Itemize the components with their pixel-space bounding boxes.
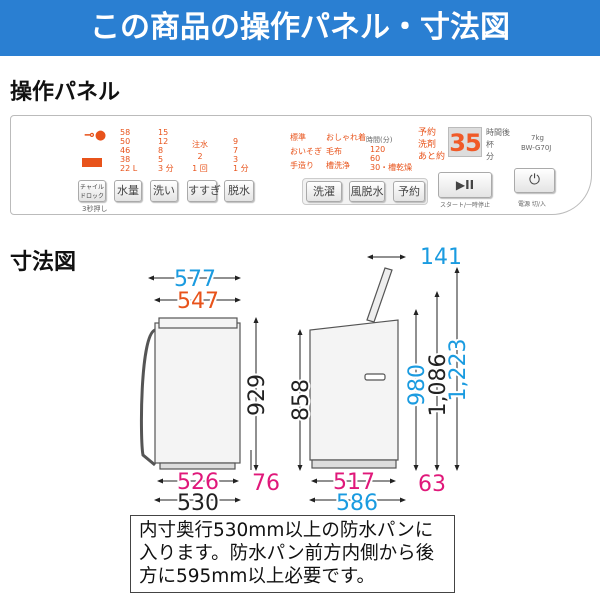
dim-980: 980 bbox=[405, 364, 430, 406]
course-button[interactable]: 洗濯 bbox=[306, 181, 342, 202]
dim-141: 141 bbox=[420, 245, 462, 270]
level: 38 bbox=[120, 155, 131, 164]
time: 7 bbox=[233, 146, 239, 155]
time: 30・槽乾燥 bbox=[370, 163, 413, 172]
child-lock-hint: 3秒押し bbox=[82, 205, 108, 213]
panel-section-title: 操作パネル bbox=[10, 80, 121, 105]
child-lock-indicator bbox=[82, 158, 102, 167]
course: 標準 bbox=[290, 133, 306, 142]
dim-1086: 1,086 bbox=[426, 354, 451, 417]
dim-76: 76 bbox=[252, 471, 280, 496]
courses-col2: おしゃれ着毛布槽洗浄 bbox=[326, 131, 366, 173]
level: 46 bbox=[120, 146, 131, 155]
dim-577: 577 bbox=[174, 267, 216, 292]
dim-586: 586 bbox=[336, 491, 378, 516]
dim-929: 929 bbox=[245, 374, 270, 416]
model-label: BW-G70J bbox=[521, 144, 552, 152]
power-button[interactable]: ⏻ bbox=[514, 168, 555, 193]
dim-858: 858 bbox=[289, 379, 314, 421]
dim-526: 526 bbox=[177, 470, 219, 495]
time: 60 bbox=[370, 154, 381, 163]
level: 58 bbox=[120, 128, 131, 137]
rinse-option: 1 回 bbox=[192, 164, 208, 173]
course: 毛布 bbox=[326, 147, 342, 156]
time: 120 bbox=[370, 145, 386, 154]
time: 9 bbox=[233, 137, 239, 146]
indicator: 洗剤 bbox=[418, 140, 437, 150]
time: 8 bbox=[158, 146, 164, 155]
time: 1 分 bbox=[233, 164, 249, 173]
spin-button[interactable]: 脱水 bbox=[224, 180, 254, 202]
water-level-button[interactable]: 水量 bbox=[114, 180, 142, 202]
level: 22 L bbox=[120, 164, 138, 173]
indicator: 時間後 bbox=[486, 128, 510, 137]
rinse-option: 2 bbox=[197, 152, 203, 161]
segment-display: 35 bbox=[448, 127, 482, 157]
capacity-label: 7kg bbox=[531, 134, 544, 142]
courses-col1: 標準おいそぎ手造り bbox=[290, 131, 322, 173]
dim-547: 547 bbox=[177, 289, 219, 314]
dim-63: 63 bbox=[418, 472, 446, 497]
front-view-machine bbox=[139, 317, 241, 470]
key-icon: ⊸● bbox=[84, 128, 107, 143]
dimension-lines bbox=[148, 254, 460, 503]
course: おしゃれ着 bbox=[326, 133, 366, 142]
right-indicators: 時間後杯分 bbox=[486, 127, 510, 163]
course: 手造り bbox=[290, 161, 314, 170]
timer-button[interactable]: 予約 bbox=[393, 181, 425, 202]
page-title: この商品の操作パネル・寸法図 bbox=[0, 0, 600, 56]
start-label: スタート/一時停止 bbox=[440, 202, 491, 209]
rinse-button[interactable]: すすぎ bbox=[187, 180, 221, 202]
time-label: 時間(分) bbox=[366, 136, 393, 144]
time: 3 分 bbox=[158, 164, 174, 173]
dim-517: 517 bbox=[333, 470, 375, 495]
control-panel bbox=[10, 115, 592, 215]
side-view-machine bbox=[309, 267, 399, 469]
dim-530: 530 bbox=[177, 491, 219, 516]
power-label: 電源 切/入 bbox=[518, 201, 546, 208]
installation-note: 内寸奥行530mm以上の防水パンに入ります。防水パン前方内側から後方に595mm… bbox=[130, 515, 455, 593]
wash-button[interactable]: 洗い bbox=[150, 180, 178, 202]
dimension-section-title: 寸法図 bbox=[10, 250, 77, 275]
course: おいそぎ bbox=[290, 147, 322, 156]
indicator: あと約 bbox=[418, 152, 446, 162]
air-dry-button[interactable]: 風脱水 bbox=[349, 181, 385, 202]
indicator: 予約 bbox=[418, 128, 437, 138]
rinse-options: 注水 2 1 回 bbox=[192, 139, 208, 175]
course: 槽洗浄 bbox=[326, 161, 350, 170]
level: 50 bbox=[120, 137, 131, 146]
time: 3 bbox=[233, 155, 239, 164]
child-lock-button[interactable]: チャイルドロック bbox=[78, 180, 106, 202]
left-indicators: 予約洗剤あと約 bbox=[418, 127, 445, 163]
start-pause-button[interactable]: ▶II bbox=[438, 172, 492, 198]
time: 12 bbox=[158, 137, 169, 146]
dim-1223: 1,223 bbox=[446, 339, 471, 402]
time: 5 bbox=[158, 155, 164, 164]
time: 15 bbox=[158, 128, 169, 137]
indicator: 分 bbox=[486, 152, 494, 161]
indicator: 杯 bbox=[486, 140, 494, 149]
dimension-labels: 577 547 929 76 526 530 858 141 980 1,086… bbox=[172, 243, 473, 518]
rinse-option: 注水 bbox=[192, 140, 208, 149]
